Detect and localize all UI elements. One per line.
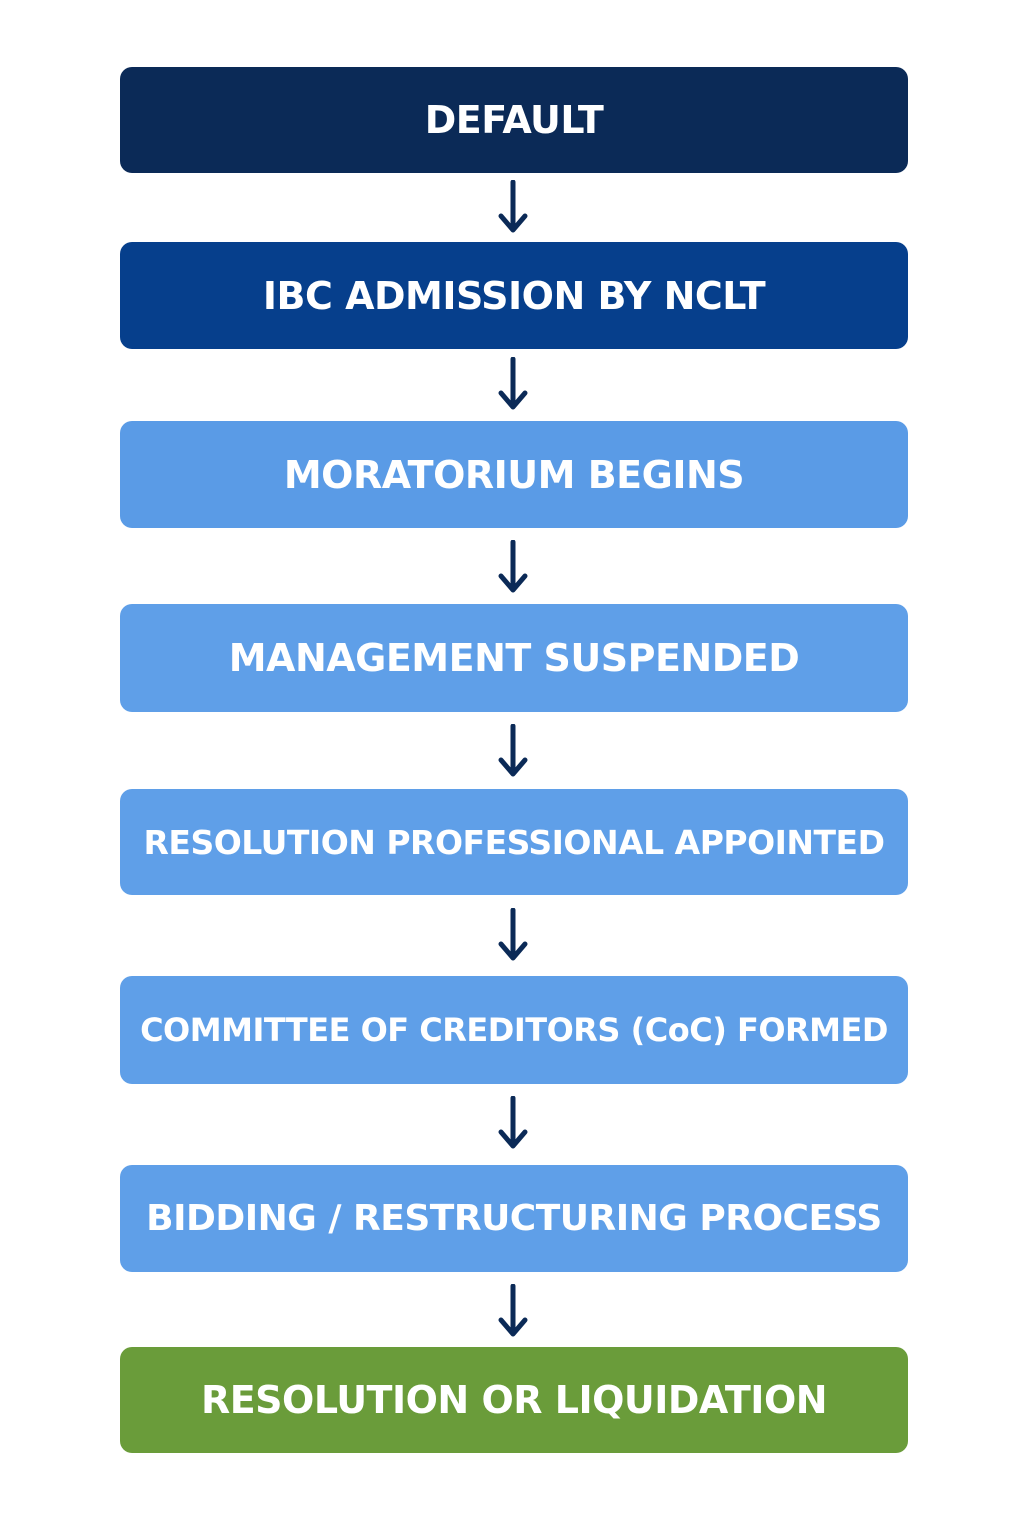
- step-label: IBC ADMISSION BY NCLT: [262, 273, 766, 318]
- step-label: BIDDING / RESTRUCTURING PROCESS: [146, 1198, 882, 1239]
- step-default: DEFAULT: [120, 67, 908, 173]
- down-arrow-icon: [498, 357, 528, 410]
- down-arrow-icon: [498, 908, 528, 961]
- down-arrow-icon: [498, 724, 528, 777]
- step-label: DEFAULT: [424, 98, 604, 142]
- step-management-suspended: MANAGEMENT SUSPENDED: [120, 604, 908, 712]
- down-arrow-icon: [498, 540, 528, 593]
- step-label: RESOLUTION PROFESSIONAL APPOINTED: [143, 822, 885, 862]
- down-arrow-icon: [498, 1096, 528, 1149]
- step-label: COMMITTEE OF CREDITORS (CoC) FORMED: [140, 1011, 888, 1049]
- step-label: MANAGEMENT SUSPENDED: [228, 636, 800, 680]
- down-arrow-icon: [498, 1284, 528, 1337]
- step-label: MORATORIUM BEGINS: [283, 452, 745, 497]
- step-ibc-admission: IBC ADMISSION BY NCLT: [120, 242, 908, 349]
- step-resolution-or-liquidation: RESOLUTION OR LIQUIDATION: [120, 1347, 908, 1453]
- step-committee-of-creditors: COMMITTEE OF CREDITORS (CoC) FORMED: [120, 976, 908, 1084]
- down-arrow-icon: [498, 180, 528, 233]
- step-resolution-professional: RESOLUTION PROFESSIONAL APPOINTED: [120, 789, 908, 895]
- step-bidding-restructuring: BIDDING / RESTRUCTURING PROCESS: [120, 1165, 908, 1272]
- step-moratorium: MORATORIUM BEGINS: [120, 421, 908, 528]
- step-label: RESOLUTION OR LIQUIDATION: [200, 1378, 828, 1422]
